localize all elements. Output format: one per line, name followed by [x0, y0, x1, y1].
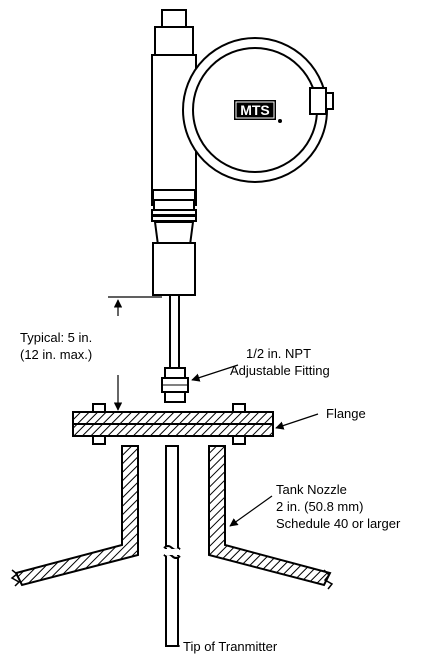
- flange-label: Flange: [326, 406, 366, 421]
- rod-upper: [169, 294, 180, 371]
- bolt-left-top: [92, 403, 106, 413]
- top-cap-base: [154, 26, 194, 58]
- side-connector-cap: [325, 92, 334, 110]
- bolt-right-top: [232, 403, 246, 413]
- flange-plate-bottom: [72, 423, 274, 437]
- mts-logo-icon: MTS: [234, 100, 282, 123]
- flange: [72, 403, 274, 445]
- nozzle-label-line2: 2 in. (50.8 mm): [276, 499, 363, 514]
- nozzle-left-wall: [14, 445, 139, 587]
- neck-ring-2: [151, 215, 197, 222]
- typical-dimension: [108, 296, 162, 411]
- transition-collar: [153, 221, 195, 246]
- nozzle-label-line3: Schedule 40 or larger: [276, 516, 401, 531]
- fitting-leader: [191, 364, 239, 382]
- typical-label-line2: (12 in. max.): [20, 347, 92, 362]
- tank-nozzle: [14, 445, 332, 587]
- transmitter-head: [151, 9, 334, 296]
- tip-label: Tip of Tranmitter: [183, 639, 278, 654]
- nozzle-leader: [229, 495, 273, 527]
- flange-plate-top: [72, 411, 274, 425]
- tank-break-lines: [10, 569, 334, 590]
- flange-leader: [275, 413, 319, 430]
- typical-label-line1: Typical: 5 in.: [20, 330, 92, 345]
- logo-text: MTS: [240, 102, 270, 118]
- bolt-left-bottom: [92, 435, 106, 445]
- lower-body: [152, 189, 196, 201]
- bolt-right-bottom: [232, 435, 246, 445]
- nozzle-label-line1: Tank Nozzle: [276, 482, 347, 497]
- neck-ring: [151, 209, 197, 216]
- rod-lower: [163, 445, 181, 647]
- side-connector: [309, 87, 327, 115]
- fitting-label-line2: Adjustable Fitting: [230, 363, 330, 378]
- adjustable-fitting: [161, 367, 189, 403]
- lower-housing: [152, 242, 196, 296]
- fitting-label-line1: 1/2 in. NPT: [246, 346, 311, 361]
- top-cap: [161, 9, 187, 29]
- nozzle-right-wall: [208, 445, 332, 587]
- labels: Typical: 5 in. (12 in. max.) 1/2 in. NPT…: [20, 330, 401, 654]
- leader-lines: [166, 364, 319, 647]
